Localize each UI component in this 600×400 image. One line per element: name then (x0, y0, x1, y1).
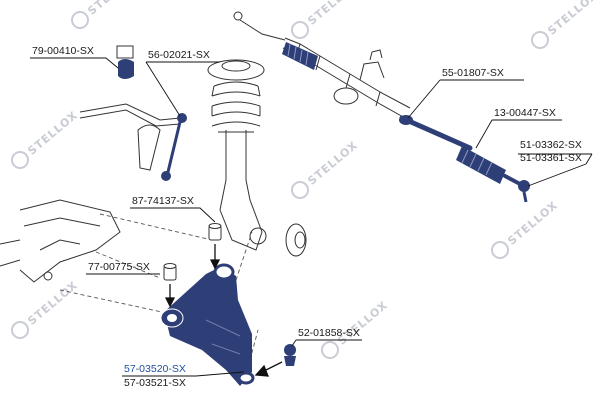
subframe-drawing (0, 199, 121, 283)
watermark-text: STELLOX (305, 0, 360, 28)
watermark-text: STELLOX (25, 108, 80, 157)
stabilizer-bar-drawing (79, 103, 181, 171)
ball-joint (284, 344, 296, 366)
label-tie-rod-end-b: 51-03361-SX (520, 152, 582, 164)
steering-boot (456, 146, 506, 184)
arm-bushing-front (163, 263, 177, 281)
arm-bushing-rear (208, 223, 222, 241)
tie-rod-end (503, 174, 530, 203)
part-labels: 79-00410-SX 56-02021-SX 55-01807-SX 13-0… (32, 45, 582, 389)
label-control-arm-left: 57-03520-SX (124, 363, 186, 375)
label-steering-boot: 13-00447-SX (494, 107, 556, 119)
watermark-text: STELLOX (545, 0, 600, 38)
label-steering-rack: 55-01807-SX (442, 67, 504, 79)
inner-tie-rod (399, 115, 473, 151)
steering-rack-drawing (233, 11, 411, 119)
watermark-text: STELLOX (505, 198, 560, 247)
watermark-text: STELLOX (85, 0, 140, 18)
label-stabilizer-bushing: 79-00410-SX (32, 45, 94, 57)
stabilizer-link (161, 113, 187, 181)
lower-control-arm (160, 263, 255, 386)
leader-lines (30, 57, 593, 377)
avito-badge: Avito (505, 365, 581, 388)
label-arm-bushing-rear: 87-74137-SX (132, 195, 194, 207)
watermark-text: STELLOX (305, 138, 360, 187)
label-arm-bushing-front: 77-00775-SX (88, 261, 150, 273)
avito-logo-text: Avito (532, 367, 581, 387)
rack-boot-left (282, 42, 318, 70)
label-ball-joint: 52-01858-SX (298, 327, 360, 339)
label-control-arm-right: 57-03521-SX (124, 377, 186, 389)
label-stabilizer-link: 56-02021-SX (148, 49, 210, 61)
strut-spring-drawing (207, 59, 307, 257)
watermark-text: STELLOX (25, 278, 80, 327)
label-tie-rod-end-a: 51-03362-SX (520, 139, 582, 151)
arrows (164, 244, 283, 377)
stabilizer-bushing (116, 45, 134, 79)
